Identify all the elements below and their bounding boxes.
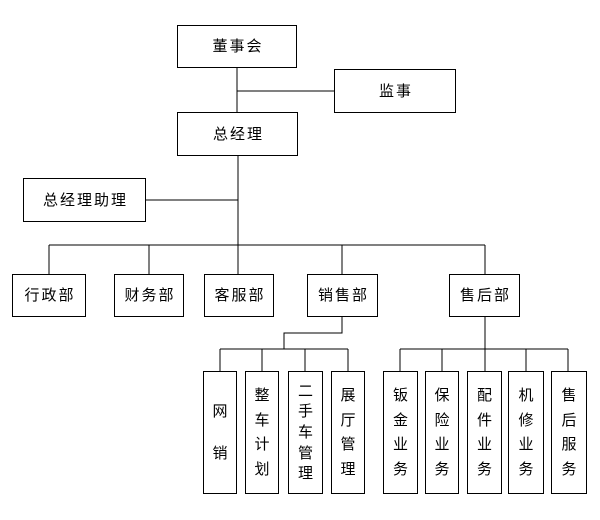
node-sales-unit-showroom-management: 展厅管理 — [331, 371, 365, 494]
node-aftersales-unit-parts: 配件业务 — [467, 371, 502, 494]
node-dept-finance: 财务部 — [114, 274, 184, 317]
node-dept-aftersales: 售后部 — [449, 274, 520, 317]
node-sales-unit-online-sales: 网销 — [203, 371, 237, 494]
node-dept-administration: 行政部 — [12, 274, 86, 317]
node-supervisor: 监事 — [334, 69, 456, 113]
node-board-of-directors: 董事会 — [177, 25, 297, 68]
node-sales-unit-vehicle-planning: 整车计划 — [245, 371, 279, 494]
node-gm-assistant: 总经理助理 — [23, 178, 146, 222]
node-aftersales-unit-aftersales-service: 售后服务 — [551, 371, 587, 494]
node-aftersales-unit-sheet-metal: 钣金业务 — [383, 371, 418, 494]
node-aftersales-unit-insurance: 保险业务 — [425, 371, 459, 494]
node-sales-unit-used-car-management: 二手车管理 — [288, 371, 323, 494]
node-general-manager: 总经理 — [177, 112, 298, 156]
node-aftersales-unit-mechanical-repair: 机修业务 — [508, 371, 544, 494]
node-dept-customer-service: 客服部 — [204, 274, 274, 317]
node-dept-sales: 销售部 — [307, 274, 378, 317]
